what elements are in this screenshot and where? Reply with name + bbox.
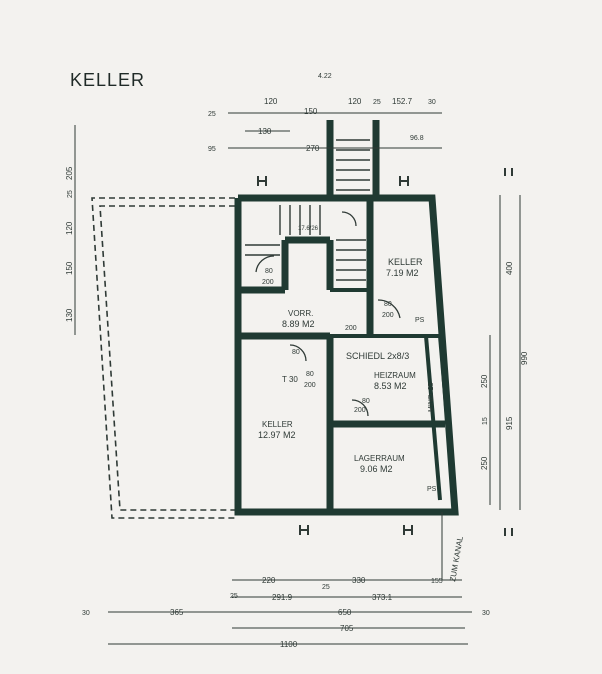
- room-lagerraum-area: 9.06 M2: [360, 464, 393, 474]
- room-keller-left-name: KELLER: [262, 420, 293, 429]
- dim-right-c: 15: [482, 417, 489, 425]
- dim-bot1-b: 330: [352, 576, 366, 585]
- room-keller-top-name: KELLER: [388, 257, 423, 267]
- label-t30: T 30: [282, 375, 298, 384]
- doors: [255, 211, 401, 417]
- dim-right-d: 250: [480, 456, 489, 470]
- dim-top1-e: 25: [373, 99, 381, 106]
- label-ps-top: PS: [415, 317, 425, 324]
- room-keller-top-area: 7.19 M2: [386, 268, 419, 278]
- dim-right-a: 400: [505, 261, 514, 275]
- dim-bot1-a: 220: [262, 576, 276, 585]
- room-heizraum-area: 8.53 M2: [374, 381, 407, 391]
- section-marks: [257, 168, 513, 536]
- dim-bot3-d: 30: [482, 610, 490, 617]
- door-dim-h: 200: [304, 382, 316, 389]
- door-dim-e: 80: [292, 349, 300, 356]
- dim-left-c: 120: [65, 221, 74, 235]
- label-mind: MIND. 25: [428, 382, 435, 412]
- dim-top2-a: 130: [258, 127, 272, 136]
- dim-left-b: 25: [67, 190, 74, 198]
- dim-bot3-c: 650: [338, 608, 352, 617]
- room-vorr-area: 8.89 M2: [282, 319, 315, 329]
- dim-bot2-b: 291.9: [272, 593, 293, 602]
- room-heizraum-name: HEIZRAUM: [374, 371, 416, 380]
- dim-left-d: 150: [65, 261, 74, 275]
- dim-top1-a: 25: [208, 111, 216, 118]
- plan-title: KELLER: [70, 70, 146, 90]
- dim-top1-f: 152.7: [392, 97, 413, 106]
- dim-top1-g: 30: [428, 99, 436, 106]
- door-dim-d: 200: [382, 312, 394, 319]
- dim-right-f: 990: [520, 351, 529, 365]
- dim-top3-b: 270: [306, 144, 320, 153]
- room-schiedl-name: SCHIEDL 2x8/3: [346, 351, 409, 361]
- door-dim-c: 80: [384, 301, 392, 308]
- dashed-outline: [91, 197, 238, 519]
- door-dim-j: 200: [354, 407, 366, 414]
- dim-right-b: 250: [480, 374, 489, 388]
- walls: [234, 120, 459, 516]
- scribble-top: 4.22: [318, 73, 332, 80]
- shaft-wall: [424, 335, 457, 513]
- room-lagerraum-name: LAGERRAUM: [354, 454, 405, 463]
- dim-bot2-d: 373.1: [372, 593, 393, 602]
- dim-top1-c: 150: [304, 107, 318, 116]
- dim-top1-d: 120: [348, 97, 362, 106]
- label-kanal: ZUM KANAL: [448, 535, 465, 582]
- dim-top1-b: 120: [264, 97, 278, 106]
- door-dim-g: 80: [306, 371, 314, 378]
- dim-bot5-a: 1100: [280, 640, 298, 649]
- room-keller-left-area: 12.97 M2: [258, 430, 296, 440]
- dim-bot4-a: 705: [340, 624, 354, 633]
- dim-top3-a: 95: [208, 146, 216, 153]
- label-ps-bottom: PS: [427, 486, 437, 493]
- door-dim-b: 200: [262, 279, 274, 286]
- dimension-lines: [74, 112, 521, 645]
- dim-left-a: 205: [65, 166, 74, 180]
- door-dim-i: 80: [362, 398, 370, 405]
- dim-right-e: 915: [505, 416, 514, 430]
- dim-bot1-c: 155: [431, 578, 443, 585]
- room-vorr-name: VORR.: [288, 309, 313, 318]
- stair-note: 17.6/26: [298, 226, 319, 232]
- dim-bot3-a: 30: [82, 610, 90, 617]
- stairs-upper: [245, 139, 370, 281]
- dim-bot3-b: 365: [170, 608, 184, 617]
- door-dim-f: 200: [345, 325, 357, 332]
- dim-top3-c: 96.8: [410, 135, 424, 142]
- dim-bot2-c: 25: [322, 584, 330, 591]
- dim-left-e: 130: [65, 308, 74, 322]
- door-dim-a: 80: [265, 268, 273, 275]
- dim-bot2-a: 25: [230, 593, 238, 600]
